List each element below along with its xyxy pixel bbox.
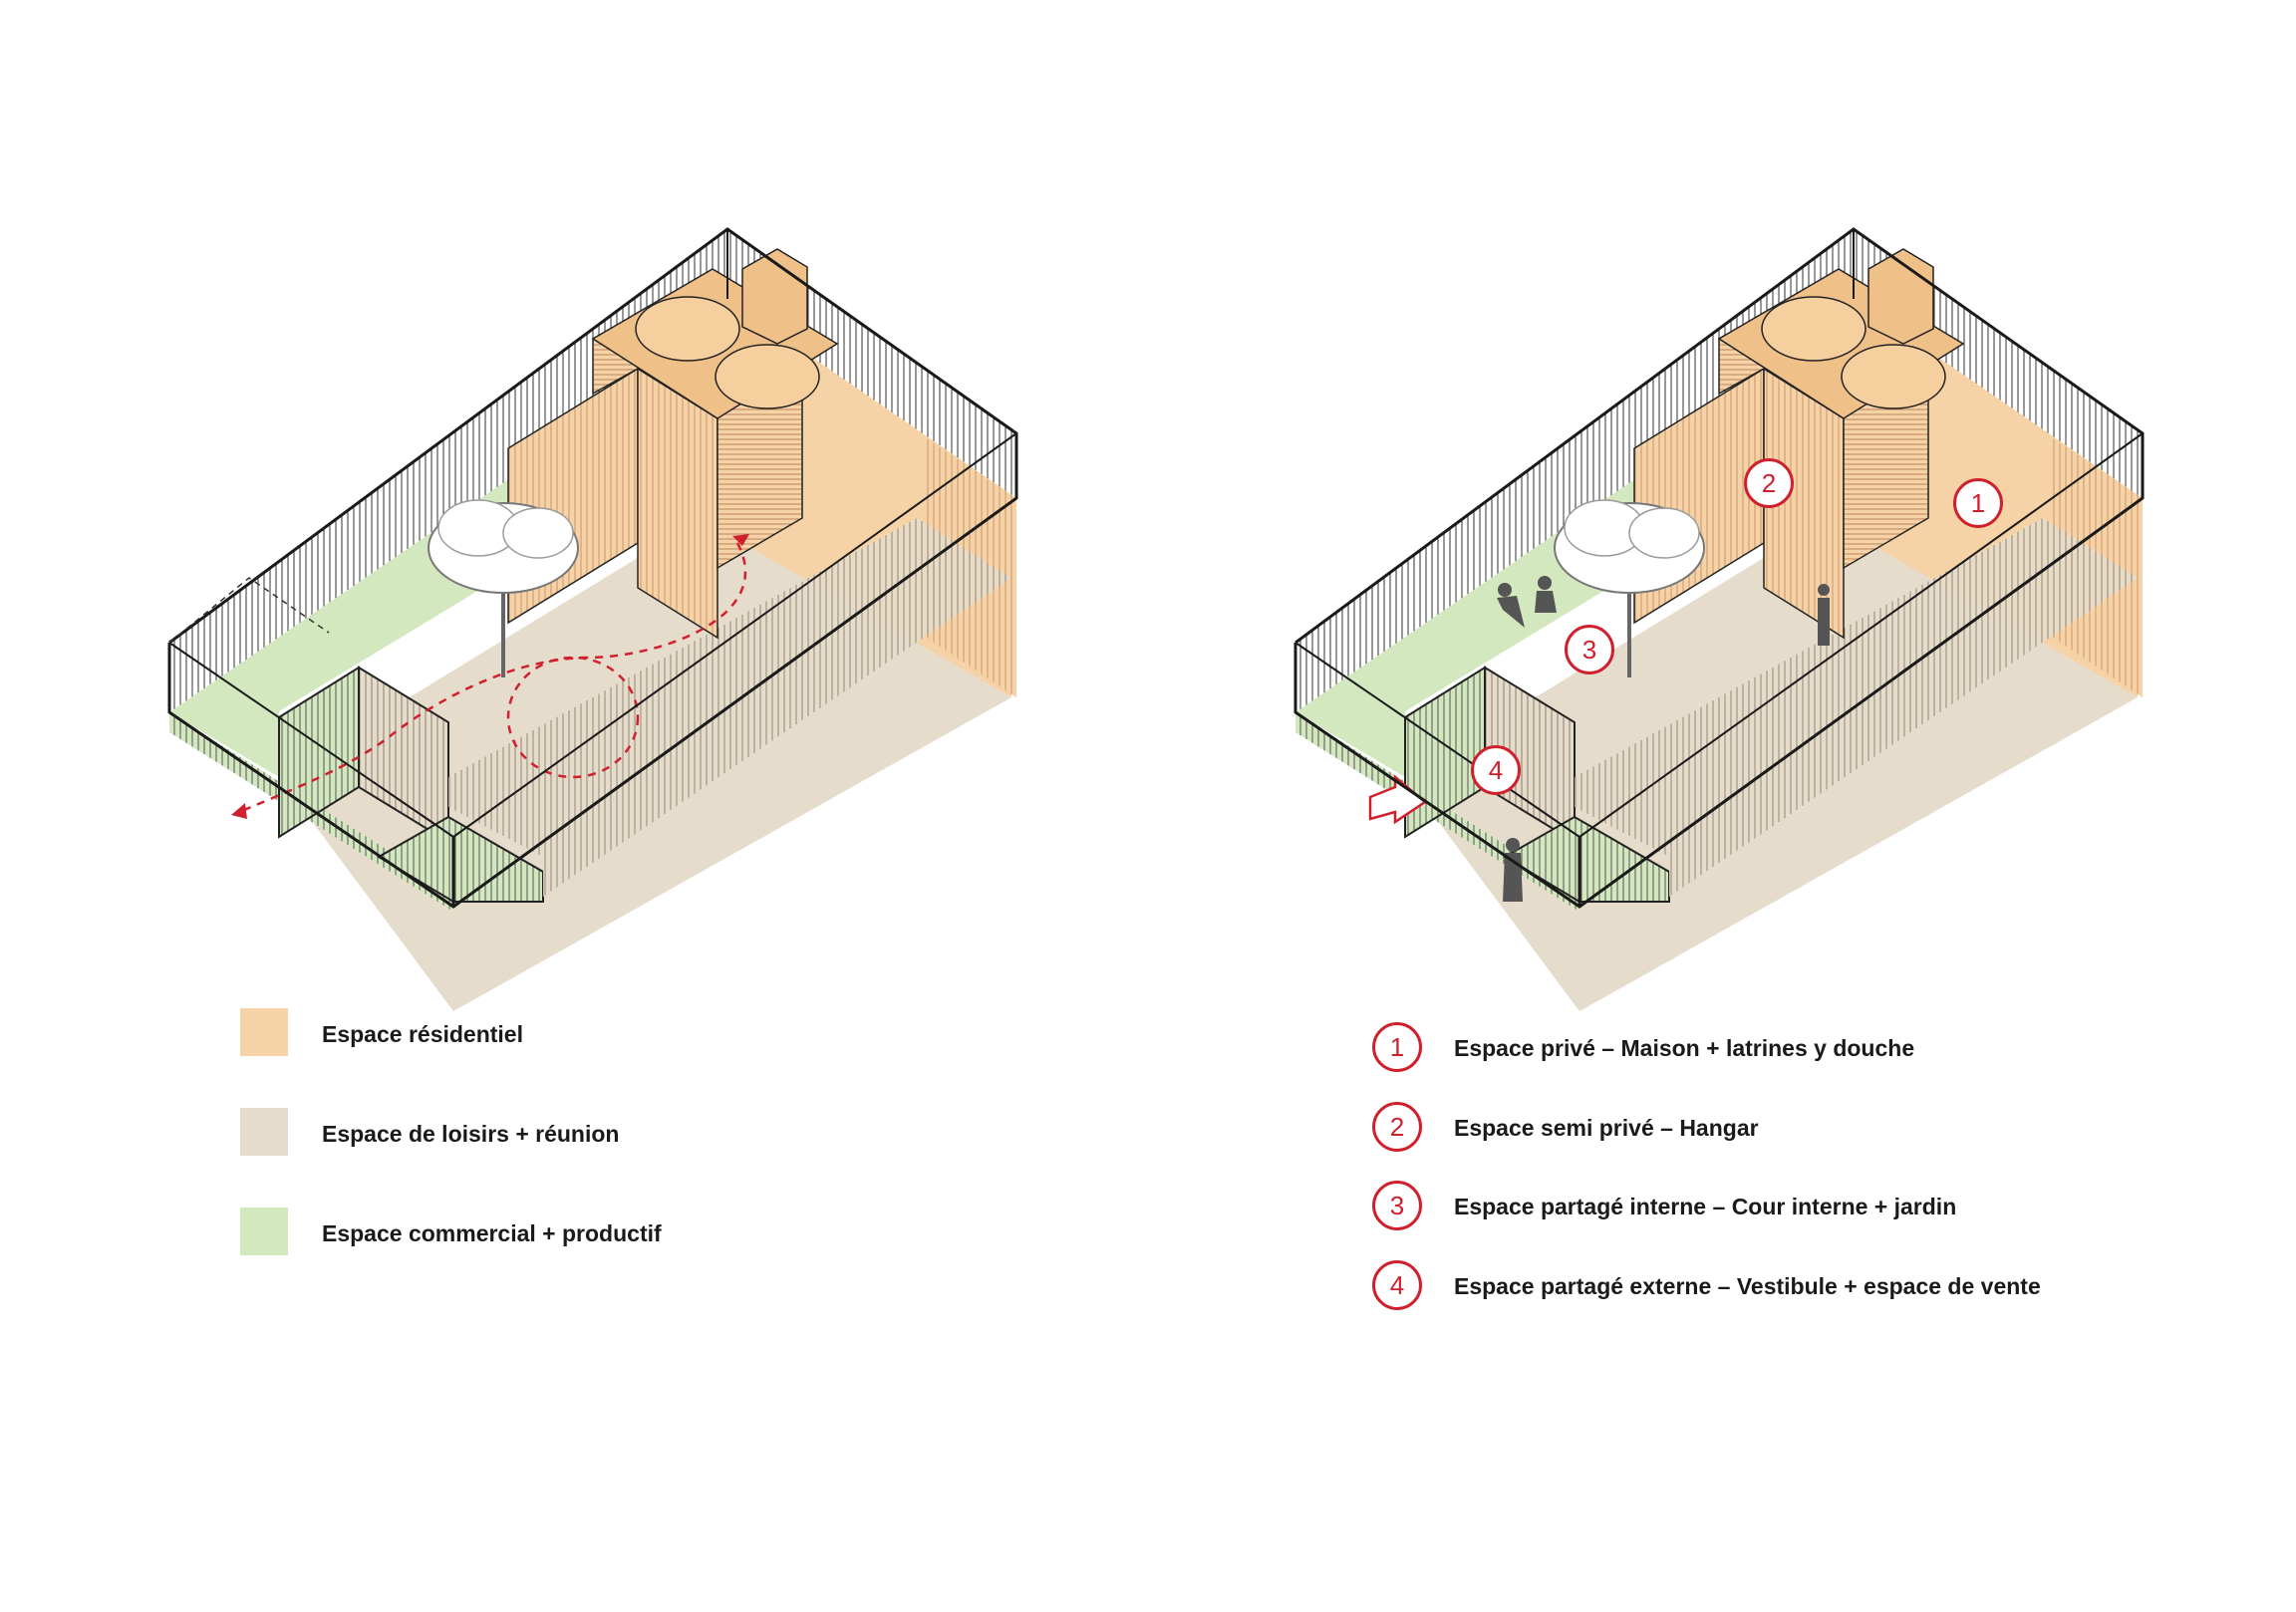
legend-item-3: Espace partagé interne – Cour interne + … [1454, 1194, 1957, 1219]
right-dome-1 [1761, 296, 1866, 362]
legend-item-1: Espace privé – Maison + latrines y douch… [1454, 1035, 1915, 1061]
legend-item-4: Espace partagé externe – Vestibule + esp… [1454, 1273, 2041, 1299]
legend-item-2: Espace semi privé – Hangar [1454, 1115, 1759, 1141]
legend-number-2: 2 [1372, 1102, 1422, 1152]
marker-2: 2 [1744, 458, 1794, 508]
path-arrow-icon [231, 534, 749, 819]
entry-arrow-icon [1368, 774, 1428, 825]
left-dome-1 [635, 296, 740, 362]
left-dome-2 [715, 344, 820, 409]
swatch-leisure [240, 1108, 288, 1156]
marker-1: 1 [1953, 478, 2003, 528]
person-icon [1497, 576, 1830, 902]
legend-item-2-desc: Hangar [1679, 1115, 1759, 1141]
legend-item-2-title: Espace semi privé [1454, 1115, 1654, 1141]
legend-label-commercial: Espace commercial + productif [322, 1220, 662, 1246]
legend-number-3: 3 [1372, 1181, 1422, 1230]
legend-item-1-desc: Maison + latrines y douche [1620, 1035, 1915, 1061]
right-dome-2 [1841, 344, 1946, 409]
left-back-wall [169, 229, 727, 712]
swatch-commercial [240, 1208, 288, 1255]
tree-icon [1554, 499, 1705, 677]
right-site [1293, 227, 2145, 1011]
marker-4: 4 [1471, 745, 1521, 795]
swatch-residential [240, 1008, 288, 1056]
legend-label-leisure: Espace de loisirs + réunion [322, 1121, 620, 1147]
left-site [167, 227, 1018, 1011]
legend-number-4: 4 [1372, 1260, 1422, 1310]
legend-item-1-title: Espace privé [1454, 1035, 1595, 1061]
marker-3: 3 [1565, 625, 1614, 674]
legend-item-3-desc: Cour interne + jardin [1731, 1194, 1957, 1219]
tree-icon [428, 499, 579, 677]
legend-item-4-title: Espace partagé externe [1454, 1273, 1712, 1299]
legend-number-1: 1 [1372, 1022, 1422, 1072]
legend-item-3-title: Espace partagé interne [1454, 1194, 1707, 1219]
legend-item-4-desc: Vestibule + espace de vente [1736, 1273, 2041, 1299]
right-back-wall [1295, 229, 1854, 712]
legend-label-residential: Espace résidentiel [322, 1021, 523, 1047]
